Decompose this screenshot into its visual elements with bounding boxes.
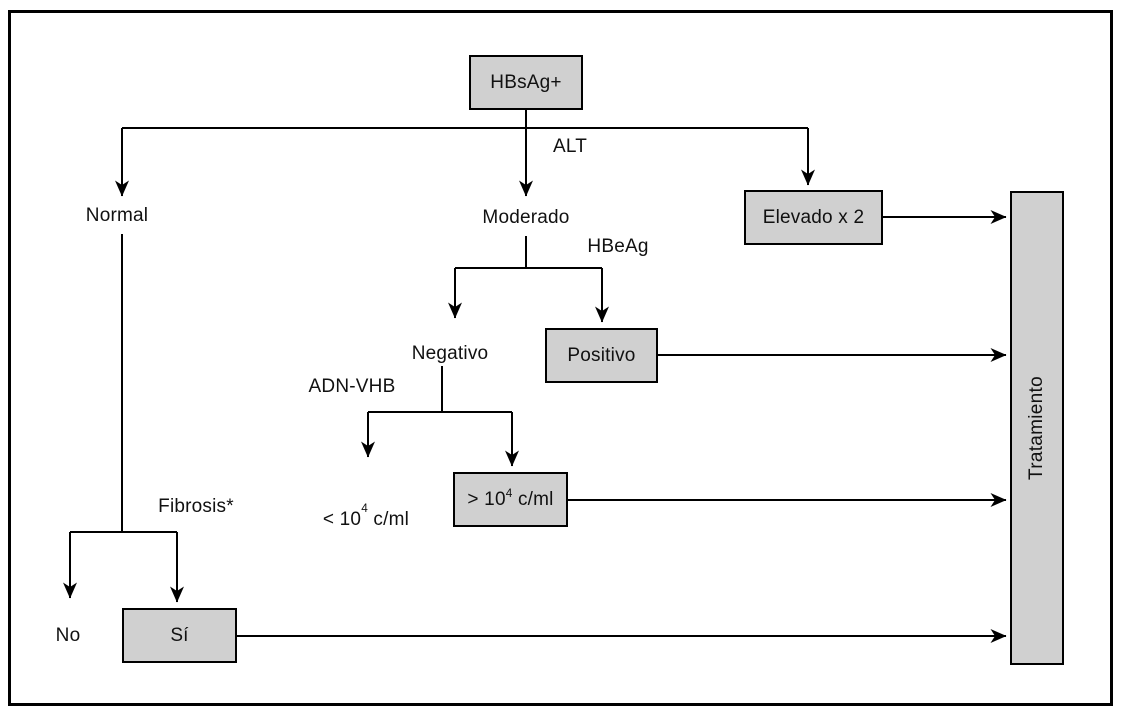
label-alt: ALT: [552, 136, 588, 157]
high-viral-load-unit: c/ml: [512, 488, 554, 510]
node-positivo: Positivo: [545, 328, 658, 383]
label-no: No: [55, 625, 81, 646]
node-elevado-x2: Elevado x 2: [744, 190, 883, 245]
label-normal: Normal: [85, 205, 149, 226]
low-viral-load-unit: c/ml: [367, 509, 410, 530]
high-viral-load-text: > 10: [467, 488, 506, 510]
treatment-bar-label: Tratamiento: [1026, 376, 1047, 480]
node-si: Sí: [122, 608, 237, 663]
label-moderado: Moderado: [482, 207, 570, 228]
label-low-viral-load: < 104 c/ml: [301, 487, 409, 553]
node-hbsag-positive: HBsAg+: [469, 55, 583, 110]
label-fibrosis: Fibrosis*: [158, 496, 234, 517]
label-adn-vhb: ADN-VHB: [308, 376, 396, 397]
label-hbeag: HBeAg: [587, 236, 649, 257]
low-viral-load-text: < 10: [322, 509, 362, 530]
low-viral-load-exponent: 4: [361, 502, 368, 516]
figure-border: [8, 10, 1113, 706]
treatment-bar: Tratamiento: [1010, 191, 1064, 665]
label-negativo: Negativo: [411, 343, 489, 364]
